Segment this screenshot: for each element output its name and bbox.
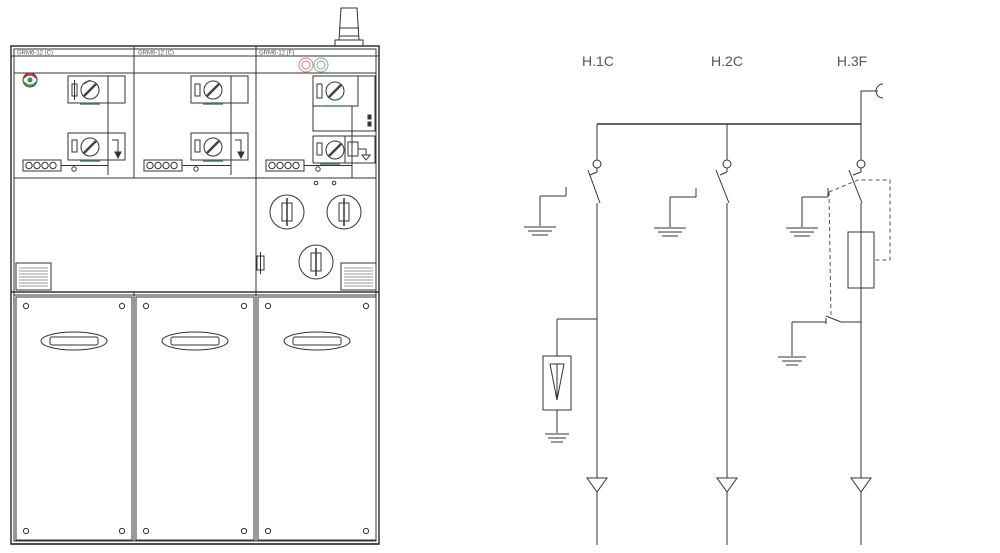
info-plate-left	[15, 262, 52, 291]
feeder-1-circuit	[524, 124, 608, 545]
feeder-label-1: H.1C	[582, 53, 614, 69]
unit-1-mechanism	[22, 75, 126, 175]
unit-label-3: GRM6-12 (F)	[259, 51, 294, 57]
cable-compartment-doors	[15, 292, 377, 541]
feeder-2-circuit	[654, 124, 738, 545]
fuse-access-covers	[269, 194, 362, 280]
unit-label-1: GRM6-12 (C)	[17, 51, 53, 57]
feeder-label-2: H.2C	[711, 53, 743, 69]
feeder-label-3: H.3F	[837, 53, 867, 69]
top-bushing	[334, 7, 364, 47]
unit-3-mechanism	[265, 75, 376, 178]
unit-label-2: GRM6-12 (C)	[138, 51, 174, 57]
info-plate-right	[340, 262, 377, 291]
feeder-3-circuit	[778, 124, 891, 545]
single-line-diagram: H.1C H.2C H.3F	[524, 53, 891, 545]
unit-2-mechanism	[143, 75, 249, 175]
switchgear-front-view: GRM6-12 (C) GRM6-12 (C) GRM6-12 (F)	[10, 7, 380, 545]
